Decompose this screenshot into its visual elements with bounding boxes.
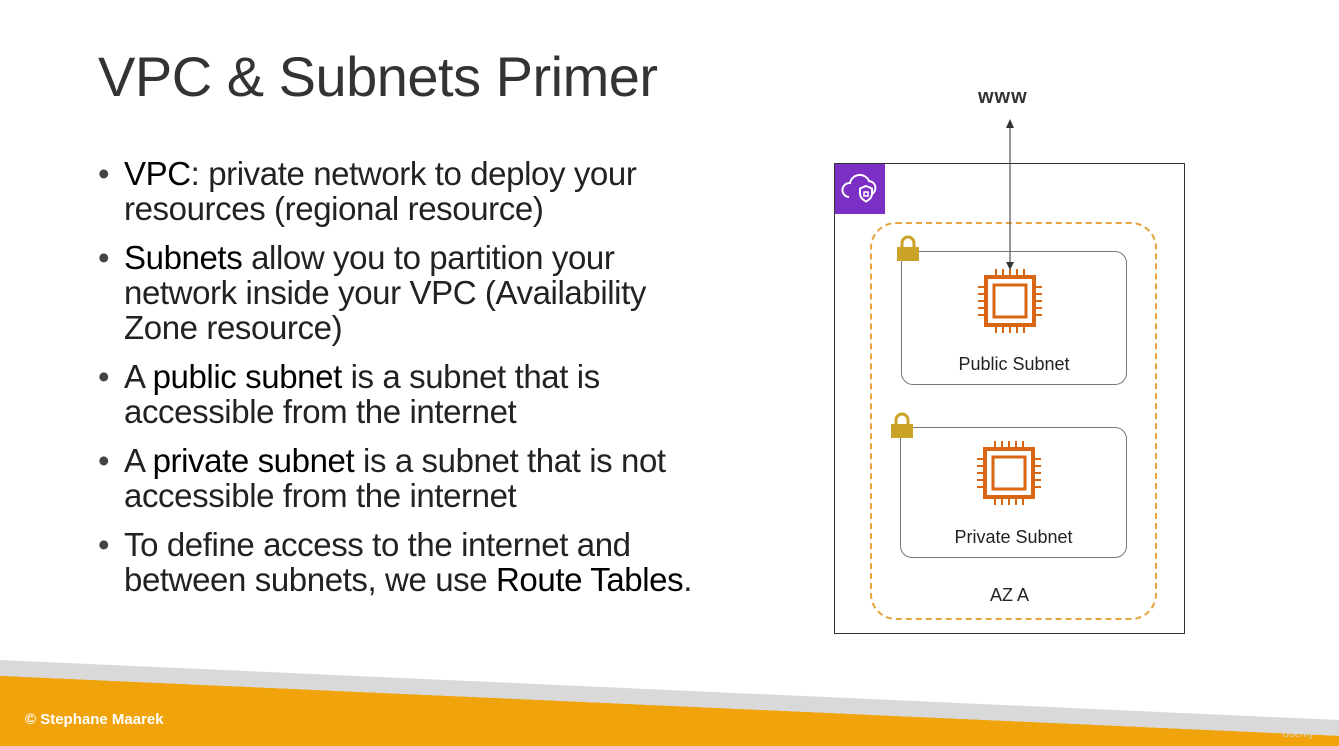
bullet-prefix: A <box>124 358 153 395</box>
availability-zone-boundary <box>870 222 1157 620</box>
bullet-term: Subnets <box>124 239 243 276</box>
bullet-prefix: A <box>124 442 153 479</box>
bullet-vpc: VPC: private network to deploy your reso… <box>98 156 718 226</box>
lock-icon <box>889 412 915 445</box>
copyright-text: © Stephane Maarek <box>25 711 164 728</box>
bullet-term: public subnet <box>152 358 343 395</box>
bullet-text: is a subnet that is accessible from the … <box>124 358 600 430</box>
bullet-prefix: To define access to the internet and bet… <box>124 526 631 598</box>
vpc-cloud-shield-icon <box>835 164 885 214</box>
bullet-term: Route Tables <box>495 561 684 598</box>
bullet-subnets: Subnets allow you to partition your netw… <box>98 240 718 345</box>
internet-label: www <box>978 86 1028 108</box>
bullet-text: : private network to deploy your resourc… <box>124 155 637 227</box>
bullet-text: . <box>683 561 692 598</box>
bullet-text: allow you to partition your network insi… <box>124 239 646 346</box>
bullet-term: VPC <box>124 155 191 192</box>
ec2-instance-icon <box>975 440 1043 511</box>
lock-icon <box>895 235 921 268</box>
bullet-text: is a subnet that is not accessible from … <box>124 442 666 514</box>
private-subnet-label: Private Subnet <box>954 527 1073 547</box>
ec2-instance-icon <box>976 268 1044 339</box>
bullet-list: VPC: private network to deploy your reso… <box>98 156 718 611</box>
bullet-term: private subnet <box>152 442 355 479</box>
udemy-watermark: Udemy <box>1282 729 1314 740</box>
footer-band <box>0 660 1339 746</box>
bullet-public-subnet: A public subnet is a subnet that is acce… <box>98 359 718 429</box>
az-label: AZ A <box>990 585 1030 605</box>
slide-title: VPC & Subnets Primer <box>98 45 658 108</box>
bullet-route-tables: To define access to the internet and bet… <box>98 527 718 597</box>
private-subnet: Private Subnet <box>900 427 1127 558</box>
bullet-private-subnet: A private subnet is a subnet that is not… <box>98 443 718 513</box>
public-subnet-label: Public Subnet <box>958 354 1070 374</box>
